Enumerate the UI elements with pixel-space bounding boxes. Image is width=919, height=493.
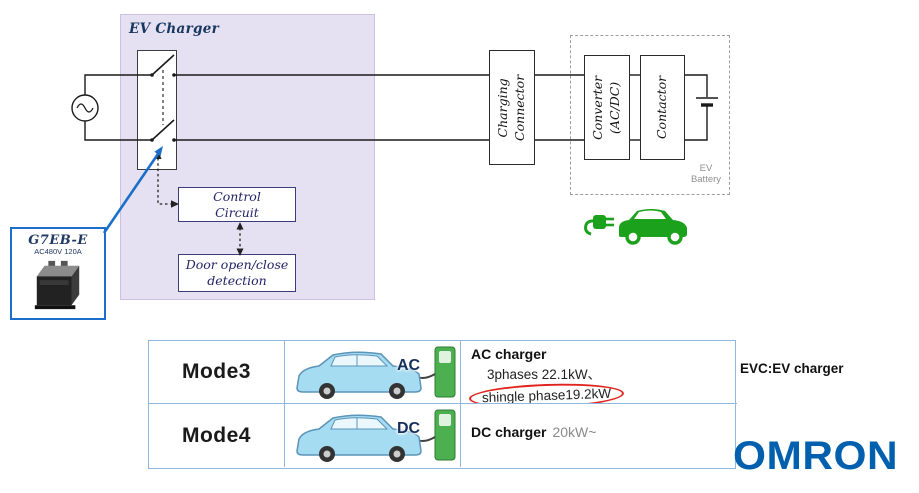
control-circuit-box: Control Circuit: [178, 187, 296, 222]
plug-cable: [584, 219, 596, 236]
ac-charger-title: AC charger: [471, 346, 547, 362]
mode4-text-cell: DC charger 20kW~: [461, 404, 737, 467]
converter-label: Converter (AC/DC): [590, 75, 623, 140]
car-illustration: [296, 409, 456, 462]
relay-product-photo: [34, 260, 80, 310]
charging-connector-box: Charging Connector: [489, 50, 535, 165]
ac-charger-line1: 3phases 22.1kW、: [487, 367, 602, 382]
door-detection-box: Door open/close detection: [178, 254, 296, 292]
dc-charger-detail: 20kW~: [552, 424, 597, 440]
mode3-text-cell: AC charger 3phases 22.1kW、 shingle phase…: [461, 341, 737, 404]
plug-icon: [593, 215, 614, 229]
charging-connector-label: Charging Connector: [495, 74, 527, 141]
ev-battery-label: EV Battery: [690, 163, 722, 185]
relay-rating-label: AC480V 120A: [34, 247, 82, 256]
ac-charger-line2: shingle phase19.2kW: [481, 385, 612, 404]
red-emphasis-oval: shingle phase19.2kW: [468, 381, 625, 404]
relay-model-label: G7EB-E: [28, 233, 88, 248]
charger-mode-table: Mode3 AC AC charger 3phases 22.1kW、 shin…: [148, 340, 737, 469]
ac-source-icon: [71, 94, 99, 122]
evc-note: EVC:EV charger: [740, 361, 844, 376]
contactor-box: Contactor: [640, 55, 685, 160]
car-illustration: [296, 346, 456, 399]
omron-logo: OMRON: [733, 434, 899, 478]
dc-charger-title: DC charger: [471, 424, 547, 440]
mode4-label: Mode4: [149, 404, 285, 467]
ev-charger-label: EV Charger: [129, 21, 220, 37]
converter-box: Converter (AC/DC): [584, 55, 630, 160]
mode3-image-cell: AC: [285, 341, 461, 404]
ev-car-icon: [584, 209, 687, 245]
ac-plug-label: AC: [397, 357, 421, 374]
mode3-label: Mode3: [149, 341, 285, 404]
dc-plug-label: DC: [397, 420, 421, 437]
mode4-image-cell: DC: [285, 404, 461, 467]
relay-switch-box: [137, 50, 177, 170]
contactor-label: Contactor: [654, 75, 670, 140]
relay-callout-card: G7EB-E AC480V 120A: [10, 227, 106, 320]
ev-side-dashed-box: [570, 35, 730, 195]
